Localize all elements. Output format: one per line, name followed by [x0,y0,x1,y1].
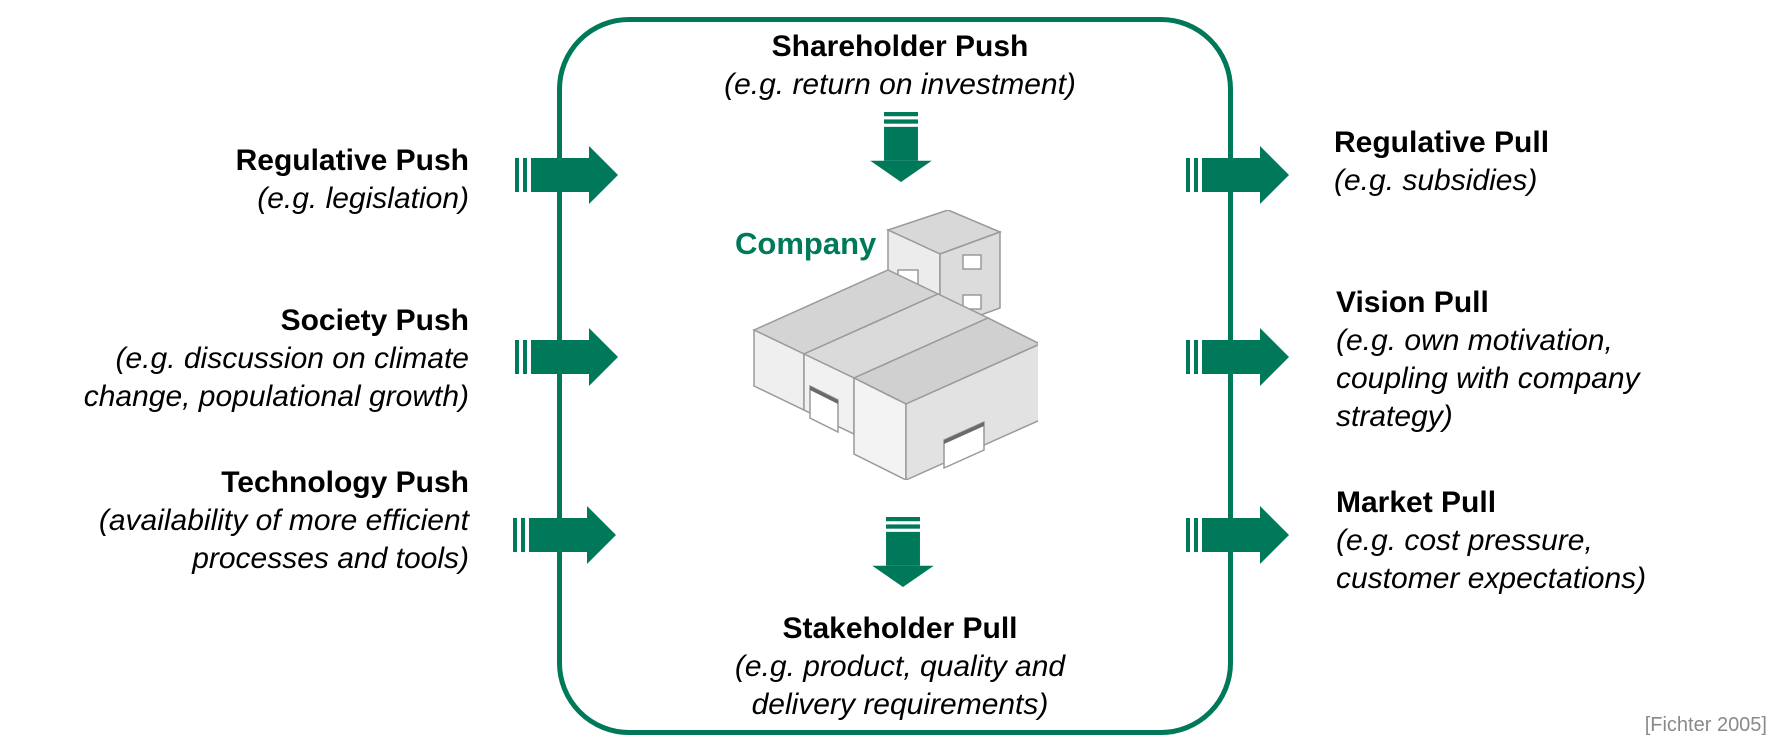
society-push-label: Society Push (e.g. discussion on climate… [0,302,469,416]
shareholder-push-title: Shareholder Push [771,30,1029,63]
regulative-push-label: Regulative Push (e.g. legislation) [0,142,469,218]
technology-push-arrow-icon [513,506,616,564]
regulative-pull-arrow-icon [1186,146,1289,204]
society-push-title: Society Push [280,304,469,337]
shareholder-push-arrow-icon [870,112,932,182]
vision-pull-label: Vision Pull (e.g. own motivation, coupli… [1336,284,1756,436]
shareholder-push-desc: (e.g. return on investment) [724,68,1076,101]
vision-pull-desc: (e.g. own motivation, coupling with comp… [1336,324,1640,433]
vision-pull-arrow-icon [1186,328,1289,386]
company-building-icon [752,210,1038,480]
market-pull-desc: (e.g. cost pressure, customer expectatio… [1336,524,1647,595]
stakeholder-pull-desc: (e.g. product, quality and delivery requ… [734,650,1066,721]
regulative-pull-title: Regulative Pull [1334,126,1550,159]
regulative-push-title: Regulative Push [235,144,469,177]
stakeholder-pull-arrow-icon [872,517,934,587]
regulative-pull-desc: (e.g. subsidies) [1334,164,1538,197]
market-pull-label: Market Pull (e.g. cost pressure, custome… [1336,484,1756,598]
vision-pull-title: Vision Pull [1336,286,1489,319]
shareholder-push-label: Shareholder Push (e.g. return on investm… [620,28,1180,104]
technology-push-desc: (availability of more efficient processe… [98,504,469,575]
society-push-desc: (e.g. discussion on climate change, popu… [83,342,469,413]
stakeholder-pull-label: Stakeholder Pull (e.g. product, quality … [620,610,1180,724]
company-boundary-frame [557,17,1233,735]
regulative-push-arrow-icon [515,146,618,204]
stakeholder-pull-title: Stakeholder Pull [782,612,1018,645]
technology-push-label: Technology Push (availability of more ef… [0,464,469,578]
citation: [Fichter 2005] [1644,714,1767,736]
market-pull-title: Market Pull [1336,486,1497,519]
regulative-pull-label: Regulative Pull (e.g. subsidies) [1334,124,1754,200]
market-pull-arrow-icon [1186,506,1289,564]
technology-push-title: Technology Push [221,466,469,499]
company-label: Company [735,226,877,261]
society-push-arrow-icon [515,328,618,386]
regulative-push-desc: (e.g. legislation) [257,182,469,215]
